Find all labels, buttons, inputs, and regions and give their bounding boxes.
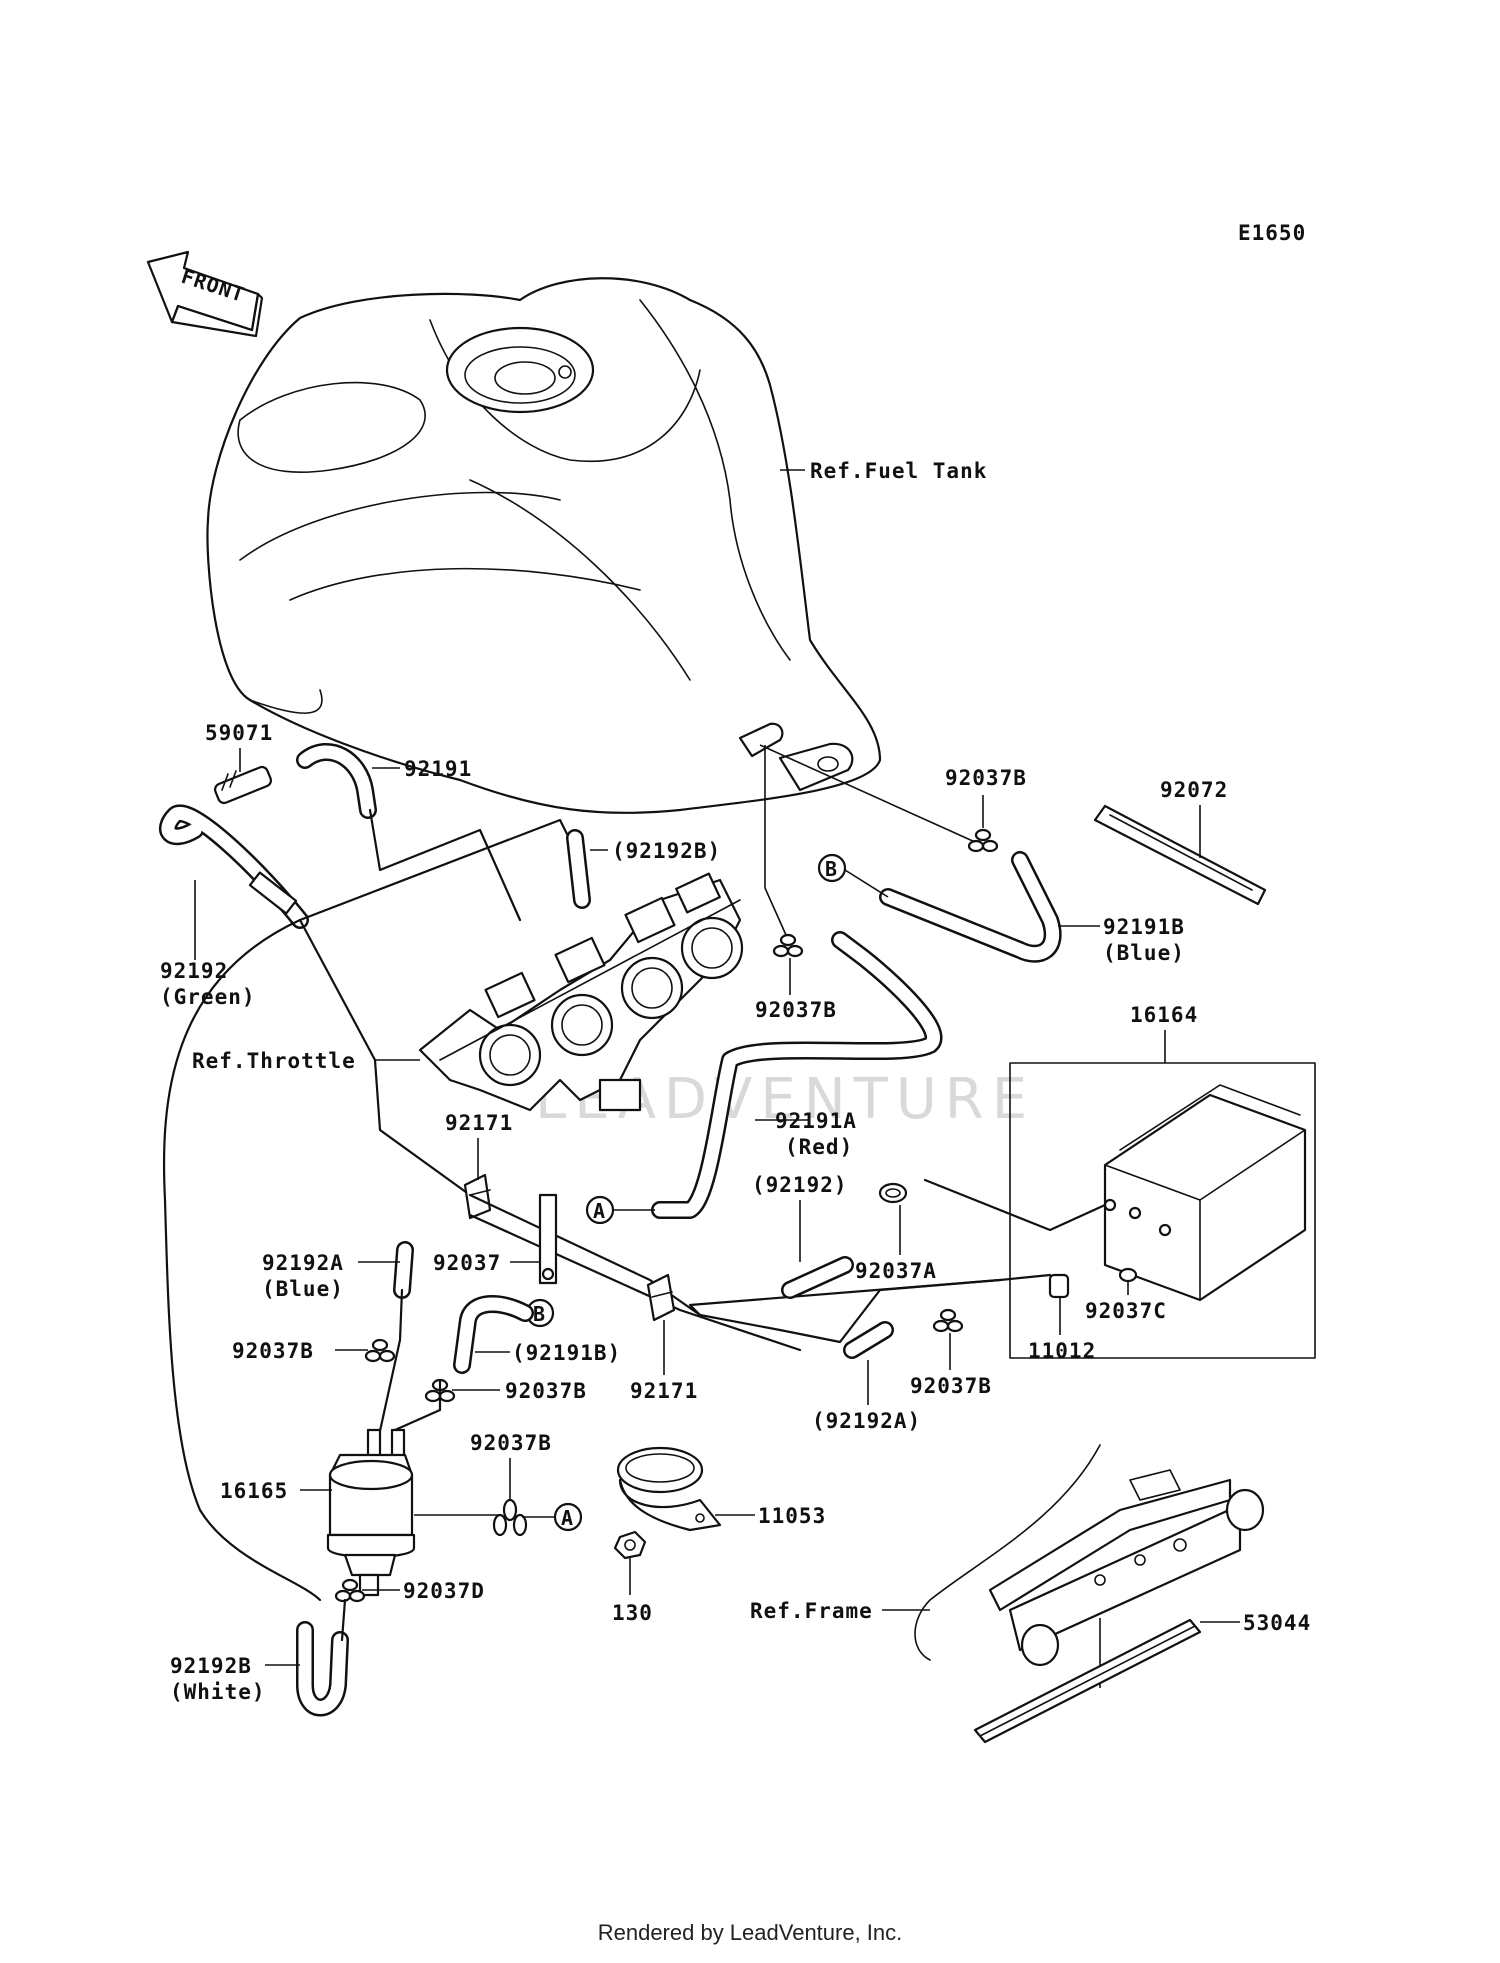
hose-92192a-blue [393, 1241, 414, 1299]
bracket-92037 [538, 1193, 558, 1285]
fitting-59071 [214, 765, 272, 805]
label-92037a: 92037A [855, 1259, 937, 1283]
callout-b-lower-letter: B [533, 1302, 545, 1326]
label-53044: 53044 [1243, 1611, 1311, 1635]
bolt-130 [613, 1530, 647, 1560]
strip-53044 [973, 1618, 1202, 1744]
clamp-92037a [878, 1182, 908, 1204]
label-92037b-top: 92037B [945, 766, 1027, 790]
label-11012: 11012 [1028, 1339, 1096, 1363]
hose-92192a-right [843, 1321, 894, 1359]
callout-a-lower: A [553, 1502, 583, 1532]
filter-16165 [326, 1428, 416, 1597]
callout-a-mid: A [585, 1195, 615, 1225]
label-16164: 16164 [1130, 1003, 1198, 1027]
callout-a-mid-letter: A [593, 1199, 605, 1223]
label-92192-green-sub: (Green) [160, 985, 256, 1009]
hose-92192-green [159, 804, 309, 929]
canister-box [1009, 1062, 1316, 1359]
label-92037c: 92037C [1085, 1299, 1167, 1323]
callout-a-lower-letter: A [561, 1506, 573, 1530]
clamp-11053 [616, 1446, 722, 1532]
clip-92171-bottom [646, 1273, 676, 1322]
fuel-tank-illustration [206, 277, 882, 815]
label-92192b-paren: (92192B) [612, 839, 721, 863]
clamp-92037d [334, 1578, 366, 1603]
clamp-92037b-l2 [424, 1378, 456, 1403]
label-92037b-mid: 92037B [755, 998, 837, 1022]
label-92037b-l3: 92037B [470, 1431, 552, 1455]
label-92191b-sub: (Blue) [1103, 941, 1185, 965]
callout-b-lower: B [525, 1298, 555, 1328]
label-92037b-left: 92037B [232, 1339, 314, 1363]
label-16165: 16165 [220, 1479, 288, 1503]
label-ref-frame: Ref.Frame [750, 1599, 873, 1623]
label-92192a-sub: (Blue) [262, 1277, 344, 1301]
clamp-92037b-left [364, 1338, 396, 1363]
hose-92192-mid [781, 1256, 854, 1299]
label-92191b: 92191B [1103, 915, 1185, 939]
footer-credit: Rendered by LeadVenture, Inc. [597, 1920, 903, 1945]
label-92192a: 92192A [262, 1251, 344, 1275]
frame-illustration [914, 1444, 1265, 1667]
label-92171-bottom: 92171 [630, 1379, 698, 1403]
clamp-92037b-right [932, 1308, 964, 1333]
callout-b-upper-letter: B [825, 857, 837, 881]
fitting-11012 [1048, 1273, 1070, 1299]
hose-92191a-red [651, 931, 943, 1219]
clamp-92037b-mid [772, 933, 804, 958]
label-92191b-paren: (92191B) [512, 1341, 621, 1365]
label-92037b-right: 92037B [910, 1374, 992, 1398]
label-130: 130 [612, 1601, 653, 1625]
strap-92072 [1093, 804, 1267, 906]
label-92037: 92037 [433, 1251, 501, 1275]
label-92192a-paren: (92192A) [812, 1409, 921, 1433]
label-92191: 92191 [404, 757, 472, 781]
hose-92191 [296, 743, 377, 819]
label-92191a-sub: (Red) [785, 1135, 853, 1159]
callout-b-upper: B [817, 853, 847, 883]
label-ref-throttle: Ref.Throttle [192, 1049, 356, 1073]
hose-92191b-lower [453, 1295, 534, 1374]
label-92192-paren: (92192) [752, 1173, 848, 1197]
label-92192b-sub: (White) [170, 1680, 266, 1704]
label-92072: 92072 [1160, 778, 1228, 802]
throttle-body-illustration [418, 872, 744, 1112]
label-92191a: 92191A [775, 1109, 857, 1133]
label-92171-top: 92171 [445, 1111, 513, 1135]
label-92037b-l2: 92037B [505, 1379, 587, 1403]
clamp-92037b-top [967, 828, 999, 853]
label-92192-green: 92192 [160, 959, 228, 983]
clip-92171-top [463, 1173, 492, 1220]
label-92192b: 92192B [170, 1654, 252, 1678]
hose-92191b-blue [879, 851, 1062, 963]
label-ref-fuel-tank: Ref.Fuel Tank [810, 459, 987, 483]
clamp-92037c [1118, 1267, 1138, 1283]
label-11053: 11053 [758, 1504, 826, 1528]
hose-92192b [566, 829, 591, 909]
hose-92192b-white [296, 1621, 349, 1717]
clamp-92037b-l3 [492, 1498, 528, 1537]
label-92037d: 92037D [403, 1579, 485, 1603]
canister-16164 [1103, 1084, 1307, 1302]
front-arrow-icon: FRONT [146, 250, 264, 338]
label-59071: 59071 [205, 721, 273, 745]
diagram-code: E1650 [1238, 221, 1306, 245]
